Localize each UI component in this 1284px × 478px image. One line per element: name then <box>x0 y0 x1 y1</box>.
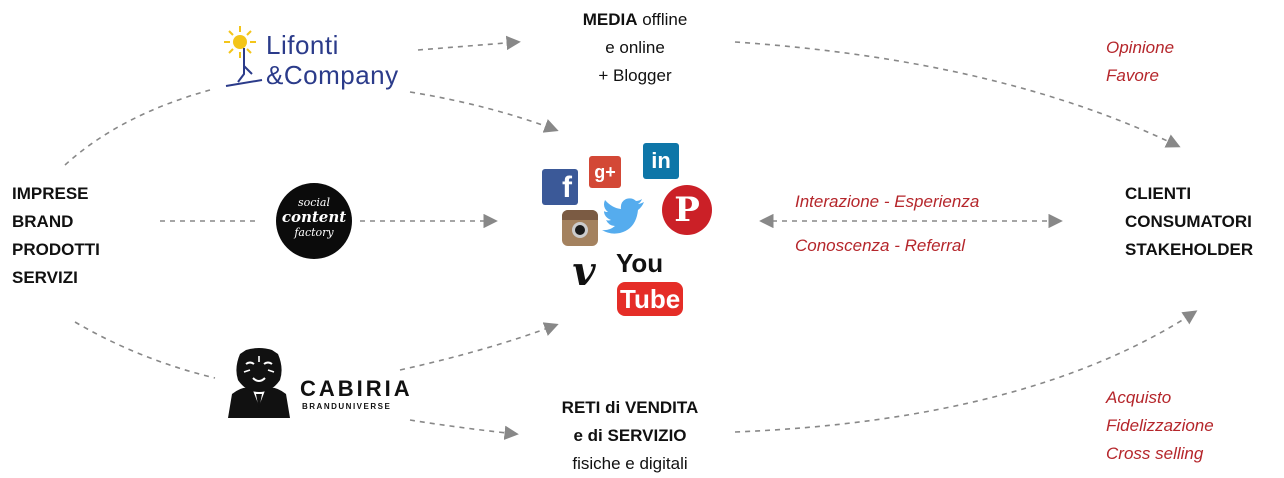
cabiria-sub: BRANDUNIVERSE <box>302 402 392 411</box>
cabiria-logo: CABIRIA BRANDUNIVERSE <box>220 348 410 418</box>
twitter-icon <box>602 198 644 234</box>
factory-line1: social <box>297 196 331 209</box>
cabiria-name: CABIRIA <box>300 376 413 401</box>
arc-left-to-cabiria <box>74 321 216 379</box>
left-block: IMPRESE BRAND PRODOTTI SERVIZI <box>12 180 100 292</box>
right-line-clienti: CLIENTI <box>1125 184 1192 203</box>
lifonti-company: &Company <box>266 60 399 90</box>
opinione-label: Opinione Favore <box>1106 34 1174 90</box>
favore-line: Favore <box>1106 66 1159 85</box>
media-bold: MEDIA <box>582 10 638 29</box>
lifonti-name: Lifonti <box>266 30 339 60</box>
reti-block: RETI di VENDITA e di SERVIZIO fisiche e … <box>520 394 740 478</box>
arrow-lifonti-to-media <box>417 35 521 51</box>
vimeo-icon: v <box>572 248 596 295</box>
cross-selling-line: Cross selling <box>1106 444 1204 463</box>
arc-left-to-lifonti <box>64 89 211 166</box>
social-icons-cluster: f g+ in P v YouTube <box>536 140 716 316</box>
facebook-icon: f <box>542 169 578 205</box>
reti-line2: e di SERVIZIO <box>573 426 687 445</box>
instagram-icon <box>562 210 598 246</box>
tiger-icon <box>228 348 290 418</box>
lifonti-sun-icon <box>224 26 263 87</box>
left-line-brand: BRAND <box>12 212 74 231</box>
right-line-consumatori: CONSUMATORI <box>1125 212 1252 231</box>
factory-line2: content <box>281 208 347 226</box>
linkedin-icon: in <box>643 143 679 179</box>
media-line2: e online <box>605 38 665 57</box>
youtube-icon: YouTube <box>616 244 716 316</box>
media-block: MEDIA offline e online + Blogger <box>540 6 730 90</box>
media-line3: + Blogger <box>598 66 672 85</box>
conoscenza-label: Conoscenza - Referral <box>795 236 966 255</box>
arrow-cabiria-to-reti <box>409 419 519 440</box>
youtube-tube: Tube <box>617 282 684 316</box>
acquisto-label: Acquisto Fidelizzazione Cross selling <box>1106 384 1214 468</box>
social-content-factory-logo: social content factory <box>276 183 352 259</box>
left-line-servizi: SERVIZI <box>12 268 78 287</box>
arrow-media-to-clienti <box>734 41 1181 148</box>
interazione-label: Interazione - Esperienza <box>795 192 980 211</box>
right-block: CLIENTI CONSUMATORI STAKEHOLDER <box>1125 180 1253 264</box>
factory-line3: factory <box>294 226 334 239</box>
lifonti-logo: Lifonti &Company <box>222 24 412 94</box>
arrow-lifonti-to-social <box>409 91 559 133</box>
acquisto-line: Acquisto <box>1106 388 1172 407</box>
reti-line3: fisiche e digitali <box>572 454 688 473</box>
arrow-cabiria-to-social <box>399 322 559 371</box>
left-line-imprese: IMPRESE <box>12 184 89 203</box>
left-line-prodotti: PRODOTTI <box>12 240 100 259</box>
right-line-stakeholder: STAKEHOLDER <box>1125 240 1254 259</box>
opinione-line: Opinione <box>1106 38 1175 57</box>
media-rest: offline <box>637 10 688 29</box>
youtube-you: You <box>616 248 664 278</box>
reti-line1: RETI di VENDITA <box>561 398 699 417</box>
googleplus-icon: g+ <box>589 156 621 188</box>
fidelizzazione-line: Fidelizzazione <box>1106 416 1214 435</box>
pinterest-icon: P <box>662 185 712 235</box>
